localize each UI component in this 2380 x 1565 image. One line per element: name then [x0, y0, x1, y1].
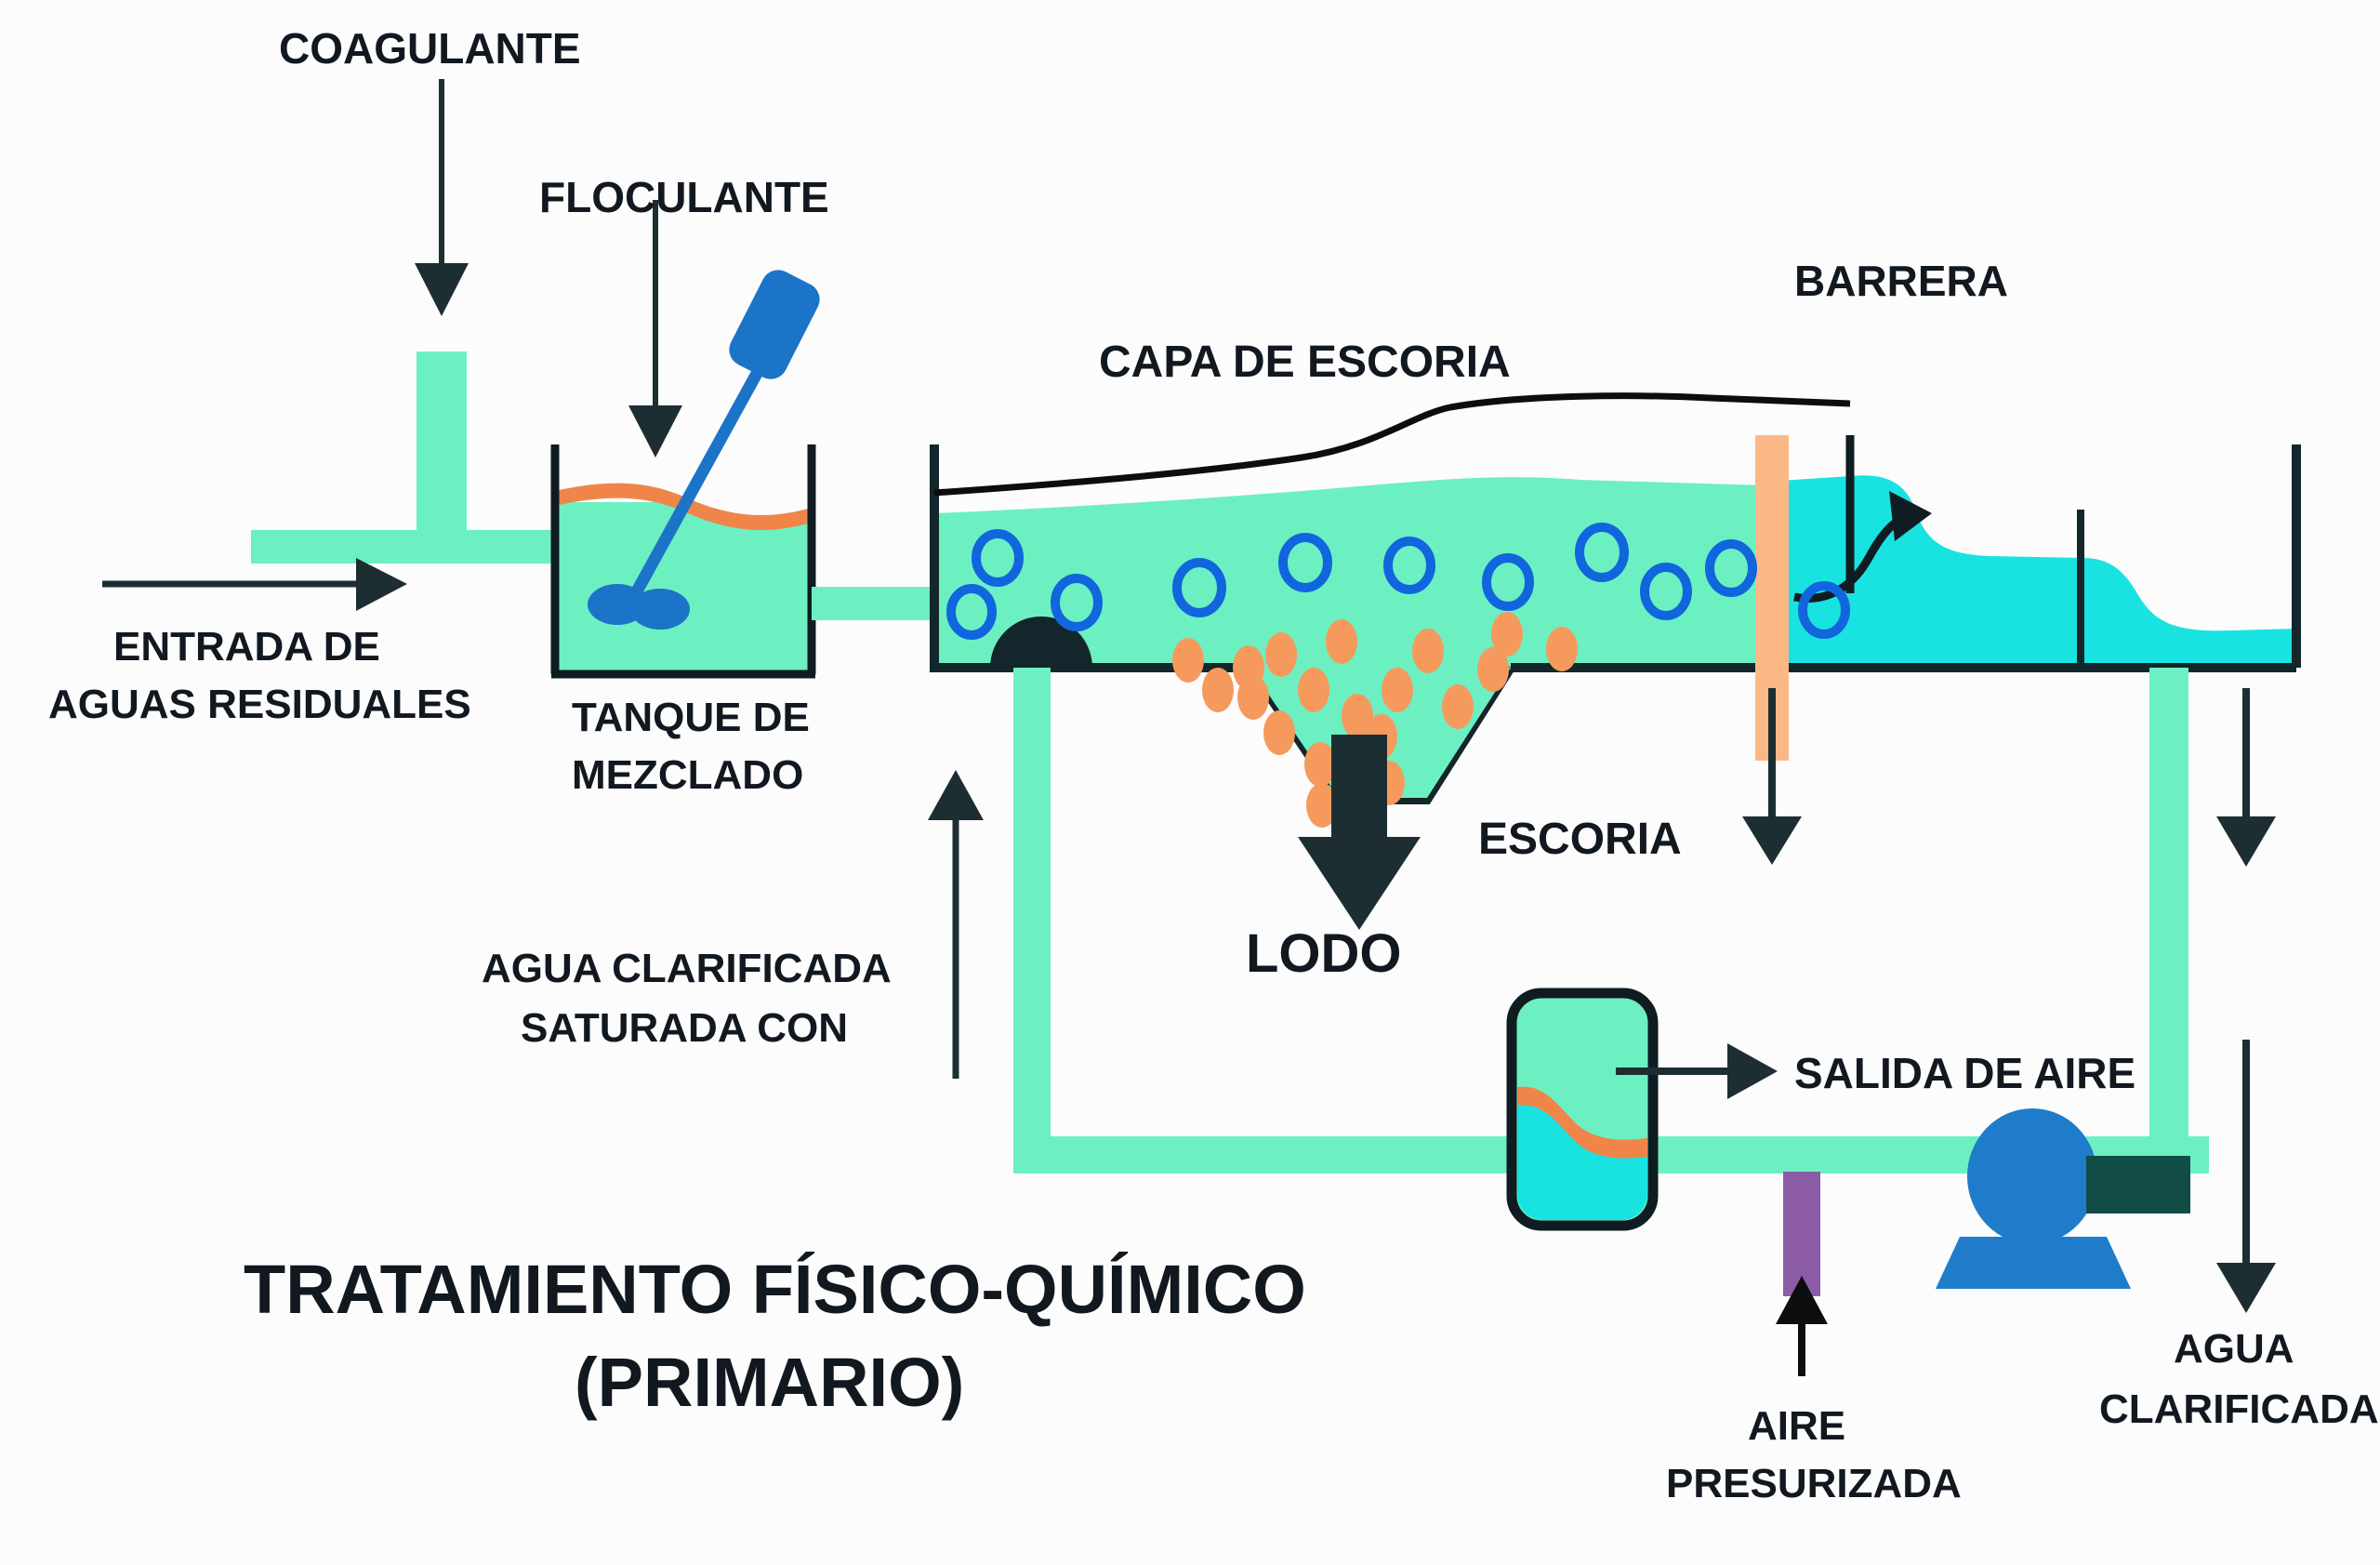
label-tanque-line2: MEZCLADO — [572, 752, 803, 798]
floc-14 — [1491, 612, 1523, 657]
floc-18 — [1237, 675, 1269, 720]
mix-to-clarifier-pipe — [812, 587, 934, 620]
label-entrada-line1: ENTRADA DE — [113, 624, 380, 670]
bubble-group — [946, 523, 1850, 640]
coagulante-arrow-group — [415, 79, 469, 316]
salida-de-aire-arrow — [1616, 1043, 1778, 1099]
pump-base — [1936, 1237, 2131, 1289]
bubble-2 — [946, 584, 997, 640]
bubble-7 — [1482, 553, 1534, 611]
floc-11 — [1382, 668, 1413, 712]
label-coagulante: COAGULANTE — [279, 24, 581, 73]
floc-13 — [1477, 647, 1509, 692]
entrada-arrow-group — [102, 558, 407, 611]
agitador-mixer — [588, 270, 820, 630]
bubble-3 — [1051, 574, 1103, 631]
mixer-blade-right — [630, 589, 690, 630]
floc-6 — [1263, 710, 1295, 755]
label-floculante: FLOCULANTE — [539, 173, 829, 221]
coagulante-dosing-pipe — [416, 351, 467, 537]
floculante-arrow-group — [628, 200, 682, 458]
pump-volute — [1967, 1108, 2097, 1244]
mix-tank-water — [555, 502, 812, 674]
diagram-title-line1: TRATAMIENTO FÍSICO-QUÍMICO — [244, 1251, 1306, 1328]
floc-5 — [1326, 619, 1357, 664]
saturator-interface — [1517, 1086, 1647, 1159]
effluent-arrow-lower — [2216, 1040, 2276, 1313]
capa-de-escoria-line — [933, 392, 1851, 497]
influent-pipe-horizontal — [251, 530, 558, 564]
label-agua-clarificada-line1: AGUA — [2174, 1326, 2294, 1372]
bomba-de-recirculacion — [1936, 1108, 2190, 1289]
floc-3 — [1265, 632, 1297, 677]
bubble-4 — [1172, 558, 1226, 617]
floc-15 — [1546, 627, 1578, 671]
label-aire-line2: PRESURIZADA — [1666, 1461, 1962, 1506]
mixer-motor — [729, 270, 820, 379]
label-agua-saturada-line2: SATURADA CON — [521, 1005, 848, 1051]
mixer-shaft — [627, 366, 764, 603]
label-tanque-line1: TANQUE DE — [572, 695, 810, 740]
label-lodo: LODO — [1246, 923, 1402, 984]
label-barrera: BARRERA — [1794, 257, 2008, 305]
bubble-5 — [1278, 533, 1332, 592]
air-valve-stem — [1783, 1172, 1820, 1296]
effluent-arrow-upper — [2216, 688, 2276, 867]
label-entrada-line2: AGUAS RESIDUALES — [48, 682, 471, 727]
escoria-discharge-arrow — [1742, 688, 1802, 865]
bubble-10 — [1705, 539, 1757, 597]
floc-4 — [1298, 668, 1329, 712]
bubble-8 — [1575, 523, 1629, 582]
floc-20 — [1442, 684, 1474, 729]
inlet-pipe-group — [251, 351, 558, 564]
bubble-11 — [1798, 581, 1850, 639]
label-agua-clarificada-line2: CLARIFICADA — [2099, 1386, 2379, 1432]
bubble-9 — [1640, 563, 1692, 620]
floc-8 — [1342, 694, 1373, 738]
tanque-saturador-de-aire — [1506, 988, 1659, 1231]
floc-19 — [1202, 668, 1234, 712]
overflow-curve-arrow — [1793, 491, 1932, 603]
recycle-riser-left — [1013, 668, 1051, 1170]
label-capa-de-escoria: CAPA DE ESCORIA — [1099, 338, 1511, 387]
tanque-de-mezclado — [550, 270, 820, 679]
floc-1 — [1172, 638, 1204, 683]
floc-12 — [1412, 629, 1444, 673]
label-agua-saturada-line1: AGUA CLARIFICADA — [482, 946, 892, 991]
label-escoria: ESCORIA — [1478, 815, 1682, 864]
valvula-de-aire-presurizado — [1776, 1172, 1828, 1376]
recycle-riser-right — [2149, 668, 2188, 1170]
pump-motor — [2086, 1156, 2190, 1214]
diagram-title-line2: (PRIMARIO) — [575, 1344, 964, 1421]
bubble-1 — [972, 529, 1024, 587]
label-aire-line1: AIRE — [1748, 1403, 1845, 1449]
floc-7 — [1304, 742, 1336, 787]
agua-saturada-arrow — [928, 770, 984, 1079]
floc-16 — [1306, 783, 1338, 828]
label-salida-de-aire: SALIDA DE AIRE — [1794, 1049, 2135, 1097]
clarifier-water-main — [934, 477, 1766, 668]
lodo-discharge-arrow — [1298, 735, 1421, 930]
bubble-6 — [1383, 537, 1435, 594]
saturator-liquid — [1517, 1100, 1647, 1220]
